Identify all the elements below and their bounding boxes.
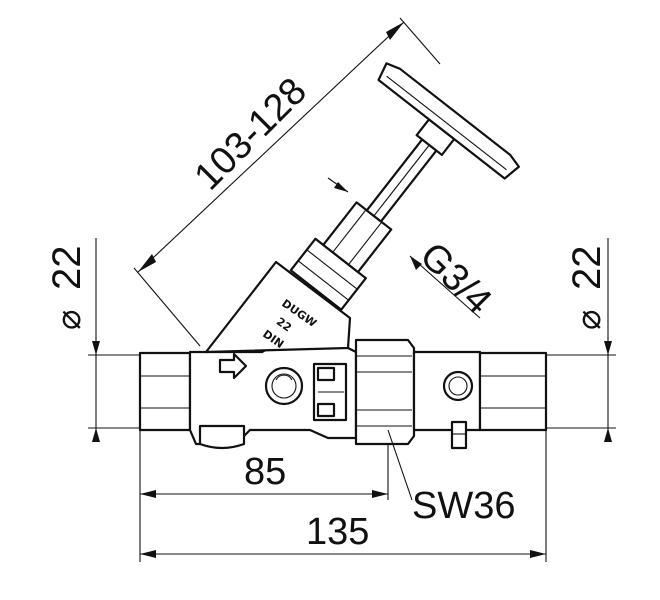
right-diameter-label: 22 bbox=[565, 246, 609, 291]
bottom-boss bbox=[198, 424, 246, 450]
drain-nipple bbox=[450, 420, 468, 450]
left-pipe-stub bbox=[138, 351, 192, 432]
length-135-label: 135 bbox=[306, 511, 369, 553]
right-diameter-symbol: ⌀ bbox=[570, 310, 608, 330]
length-85-label: 85 bbox=[244, 451, 286, 493]
handwheel bbox=[377, 62, 520, 180]
valve-bonnet bbox=[204, 260, 352, 354]
wrench-size-label: SW36 bbox=[412, 485, 515, 527]
union-nut-sw36 bbox=[354, 338, 416, 446]
drain-port bbox=[442, 370, 474, 402]
left-diameter-label: 22 bbox=[45, 246, 89, 291]
right-pipe-stub bbox=[478, 351, 548, 432]
flow-direction-arrow-icon bbox=[218, 352, 248, 380]
valve-assembly: DUGW 22 DIN bbox=[138, 62, 548, 450]
left-diameter-symbol: ⌀ bbox=[50, 310, 88, 330]
thread-label: G3/4 bbox=[412, 235, 500, 323]
stem-assembly bbox=[289, 62, 520, 311]
stroke-length-label: 103-128 bbox=[187, 70, 315, 198]
test-port bbox=[264, 366, 304, 406]
